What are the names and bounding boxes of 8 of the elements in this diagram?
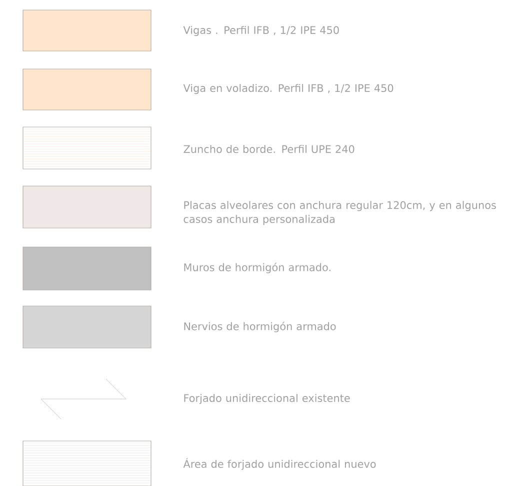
legend-text: Placas alveolares con anchura regular 120cm, y en algunos casos anchura personalizada — [184, 200, 496, 226]
legend-text: Nervios de hormigón armado — [184, 322, 336, 332]
legend-text: Vigas . Perfil IFB , 1/2 IPE 450 — [183, 26, 339, 36]
legend-text: Área de forjado unidireccional nuevo — [183, 458, 376, 470]
legend-text: Forjado unidireccional existente — [184, 394, 350, 404]
legend-text: Muros de hormigón armado. — [184, 262, 330, 274]
legend-text: Viga en voladizo. Perfil IFB , 1/2 IPE 450 — [183, 84, 394, 94]
legend-text: Zuncho de borde. Perfil UPE 240 — [184, 144, 354, 154]
